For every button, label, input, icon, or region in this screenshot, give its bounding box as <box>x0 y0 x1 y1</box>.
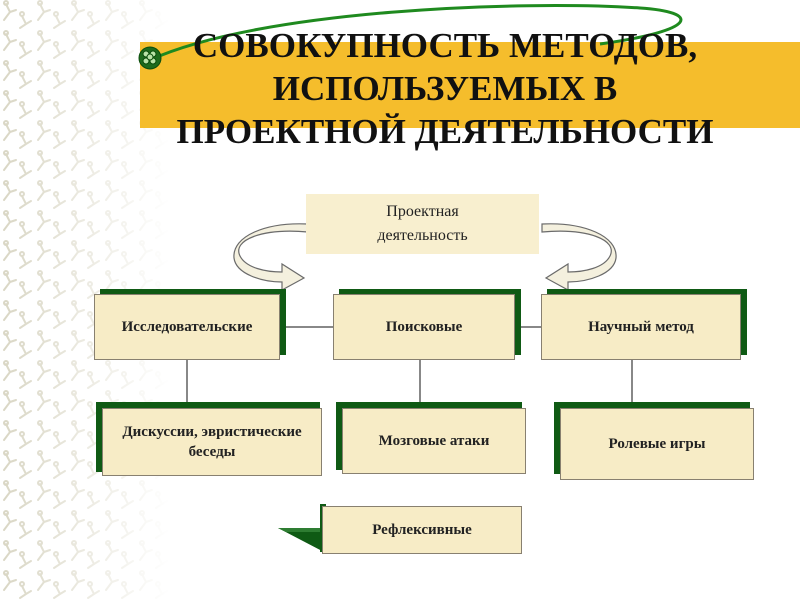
curved-arrow-left-icon <box>232 222 312 292</box>
curved-arrow-right-icon <box>538 222 618 292</box>
box-role-games: Ролевые игры <box>560 408 754 480</box>
box-brainstorm: Мозговые атаки <box>342 408 526 474</box>
box-search-label: Поисковые <box>386 317 463 337</box>
box-research-label: Исследовательские <box>102 317 272 337</box>
box-scientific-method-label: Научный метод <box>588 317 694 337</box>
connector-vertical-left <box>186 360 188 406</box>
box-reflexive: Рефлексивные <box>322 506 522 554</box>
central-box-label: Проектная деятельность <box>358 200 488 248</box>
central-box-project-activity: Проектная деятельность <box>306 194 539 254</box>
box-discussions: Дискуссии, эвристические беседы <box>102 408 322 476</box>
box-brainstorm-label: Мозговые атаки <box>379 431 490 451</box>
box-research: Исследовательские <box>94 294 280 360</box>
box-search: Поисковые <box>333 294 515 360</box>
connector-vertical-right <box>631 360 633 408</box>
box-scientific-method: Научный метод <box>541 294 741 360</box>
box-reflexive-label: Рефлексивные <box>372 520 472 540</box>
box-role-games-label: Ролевые игры <box>609 434 706 454</box>
slide-title: СОВОКУПНОСТЬ МЕТОДОВ, ИСПОЛЬЗУЕМЫХ В ПРО… <box>120 24 770 153</box>
box-discussions-label: Дискуссии, эвристические беседы <box>107 422 317 462</box>
connector-vertical-middle <box>419 360 421 406</box>
connector-top-left <box>280 326 334 328</box>
